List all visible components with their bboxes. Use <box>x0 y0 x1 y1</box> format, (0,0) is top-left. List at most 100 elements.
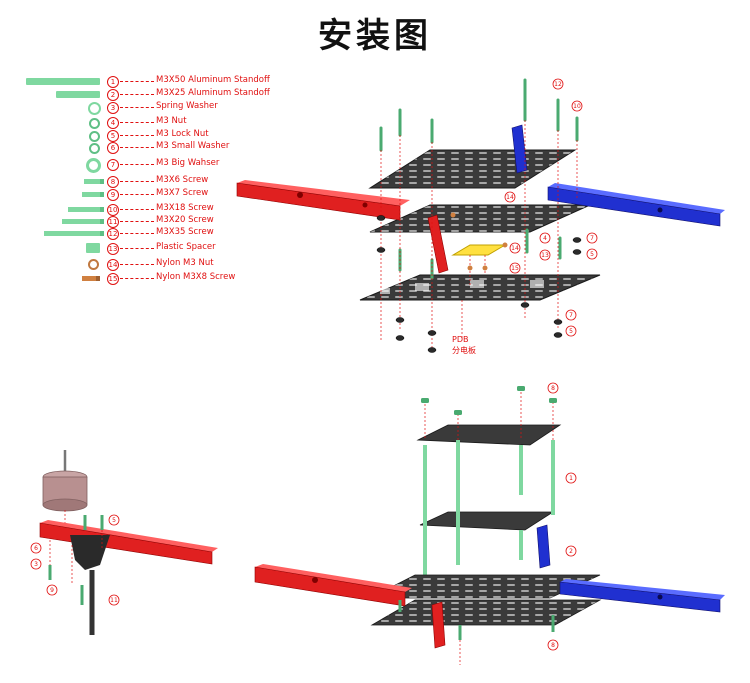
legend-number: 5 <box>107 130 119 142</box>
red-arm-motor <box>39 520 218 565</box>
motor-guide-lines <box>49 530 103 585</box>
legend-leader-line <box>120 81 154 82</box>
legend-leader-line <box>120 164 154 165</box>
screw-icon <box>68 207 104 212</box>
legend-leader-line <box>120 209 154 210</box>
legend-row: 5 M3 Lock Nut <box>20 129 280 143</box>
blue-arm-vertical <box>511 124 528 174</box>
legend-row: 4 M3 Nut <box>20 116 280 130</box>
callout-top-10: 10 <box>571 100 583 112</box>
top-frame-plate <box>368 149 577 189</box>
legend-number: 4 <box>107 117 119 129</box>
svg-text:1: 1 <box>569 475 573 482</box>
callout-top-15: 15 <box>509 262 521 274</box>
legend-label: Spring Washer <box>156 101 218 111</box>
motor-callout-5: 5 <box>108 514 120 526</box>
legend-row: 14 Nylon M3 Nut <box>20 258 280 272</box>
screw-icon <box>84 179 104 184</box>
stack-bottom-plates <box>369 574 602 626</box>
legend-number: 12 <box>107 228 119 240</box>
motor-callout-9: 9 <box>46 584 58 596</box>
spring-washer-icon <box>88 102 101 115</box>
long-standoff-icon <box>26 78 100 85</box>
callout-top-7b: 7 <box>565 309 577 321</box>
motor-mount-plate <box>70 535 110 570</box>
svg-text:7: 7 <box>590 235 594 242</box>
screw-icon <box>82 192 104 197</box>
short-standoff-icon <box>56 91 100 98</box>
legend-number: 10 <box>107 204 119 216</box>
legend-leader-line <box>120 233 154 234</box>
legend-label: M3X25 Aluminum Standoff <box>156 88 270 98</box>
legend-number: 1 <box>107 76 119 88</box>
svg-text:8: 8 <box>551 385 555 392</box>
legend-label: Nylon M3 Nut <box>156 258 214 268</box>
small-washer-icon <box>89 143 100 154</box>
svg-text:5: 5 <box>112 517 116 524</box>
legend-row: 7 M3 Big Wahser <box>20 158 280 173</box>
screw-icon <box>62 219 104 224</box>
legend-row: 12 M3X35 Screw <box>20 227 280 241</box>
lock-nut-icon <box>89 131 100 142</box>
legend-leader-line <box>120 122 154 123</box>
legend-number: 13 <box>107 243 119 255</box>
motor-callout-11: 11 <box>108 594 120 606</box>
page-title: 安装图 <box>318 16 432 56</box>
svg-text:8: 8 <box>551 642 555 649</box>
legend-label: M3X18 Screw <box>156 203 214 213</box>
legend-label: Nylon M3X8 Screw <box>156 272 236 282</box>
stack-bottom-screws <box>398 600 555 640</box>
stack-assembly: 8 1 2 8 <box>254 382 725 665</box>
red-arm-top <box>236 180 410 221</box>
svg-text:10: 10 <box>573 103 581 110</box>
stack-top-plate <box>416 424 562 446</box>
legend-leader-line <box>120 135 154 136</box>
motor <box>42 450 88 512</box>
stack-callout-2: 2 <box>565 545 577 557</box>
legend-leader-line <box>120 278 154 279</box>
svg-text:3: 3 <box>34 561 38 568</box>
callout-top-4: 4 <box>539 232 551 244</box>
stack-callout-1: 1 <box>565 472 577 484</box>
plastic-spacer-icon <box>86 243 100 253</box>
legend-row: 3 Spring Washer <box>20 101 280 115</box>
legend-label: M3X50 Aluminum Standoff <box>156 75 270 85</box>
svg-text:5: 5 <box>569 328 573 335</box>
stack-middle-plate <box>419 511 555 531</box>
stack-standoffs <box>423 440 555 585</box>
nylon-screw-icon <box>82 276 100 281</box>
legend-label: M3 Nut <box>156 116 187 126</box>
screw-icon <box>44 231 104 236</box>
blue-arm-top <box>547 183 725 227</box>
svg-text:11: 11 <box>110 597 118 604</box>
top-nuts <box>376 215 582 353</box>
legend-leader-line <box>120 181 154 182</box>
legend-number: 3 <box>107 102 119 114</box>
stack-red-arm <box>254 564 446 649</box>
big-washer-icon <box>86 158 101 173</box>
top-assembly: PDB 分电板 12 10 14 14 15 4 7 13 5 7 5 <box>236 78 725 355</box>
callout-top-5a: 5 <box>586 248 598 260</box>
legend-label: M3 Lock Nut <box>156 129 209 139</box>
bottom-frame-plate <box>359 274 601 301</box>
legend-number: 7 <box>107 159 119 171</box>
callout-top-13: 13 <box>539 249 551 261</box>
svg-text:13: 13 <box>541 252 549 259</box>
legend-label: M3X35 Screw <box>156 227 214 237</box>
legend-label: M3 Small Washer <box>156 141 230 151</box>
pdb-label-cn: 分电板 <box>452 345 476 355</box>
legend-leader-line <box>120 147 154 148</box>
legend-number: 14 <box>107 259 119 271</box>
svg-text:9: 9 <box>50 587 54 594</box>
legend-row: 1 M3X50 Aluminum Standoff <box>20 75 280 89</box>
svg-text:4: 4 <box>543 235 547 242</box>
svg-text:14: 14 <box>506 194 514 201</box>
legend-leader-line <box>120 107 154 108</box>
motor-screws <box>48 515 104 605</box>
legend-label: M3 Big Wahser <box>156 158 220 168</box>
